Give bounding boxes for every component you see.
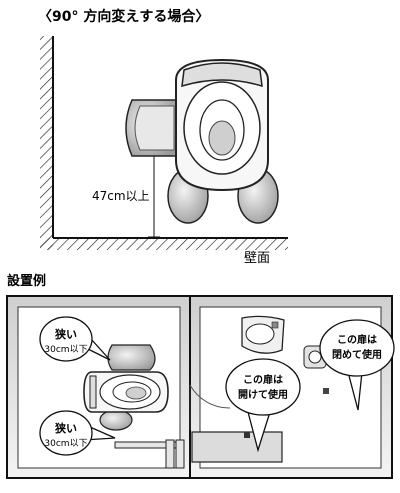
narrow-bubble-top: 狭い 30cm以下 — [39, 316, 111, 362]
door-closed-line1: この扉は — [337, 333, 377, 346]
fixture-marker — [323, 388, 329, 394]
handrail — [114, 439, 185, 469]
portable-toilet-plan-view — [83, 344, 169, 431]
step-marker — [244, 432, 250, 438]
dimension-label: 47cm以上 — [92, 189, 150, 203]
door-closed-line2: 閉めて使用 — [332, 348, 382, 361]
dimension-line — [148, 152, 160, 238]
door-closed-callout: この扉は 閉めて使用 — [319, 319, 395, 411]
narrow-top-label: 狭い — [54, 327, 77, 341]
door-open-line2: 開けて使用 — [238, 388, 288, 401]
hatched-wall-left — [40, 36, 54, 250]
narrow-bubble-bottom: 狭い 30cm以下 — [39, 410, 116, 456]
wall-label: 壁面 — [244, 251, 270, 266]
narrow-top-sub: 30cm以下 — [44, 345, 87, 355]
door-open-callout: この扉は 開けて使用 — [225, 358, 301, 453]
door-open-line1: この扉は — [243, 373, 283, 386]
narrow-bottom-sub: 30cm以下 — [44, 439, 87, 449]
door-open — [189, 384, 231, 430]
hatched-floor — [40, 237, 288, 250]
floor-step — [191, 431, 283, 463]
section-title: 設置例 — [7, 273, 46, 289]
top-title: 〈90° 方向変えする場合〉 — [38, 8, 209, 25]
washbasin — [241, 315, 285, 354]
portable-toilet-top-view — [125, 58, 279, 224]
wall-fixture — [303, 345, 329, 394]
narrow-bottom-label: 狭い — [54, 421, 77, 435]
